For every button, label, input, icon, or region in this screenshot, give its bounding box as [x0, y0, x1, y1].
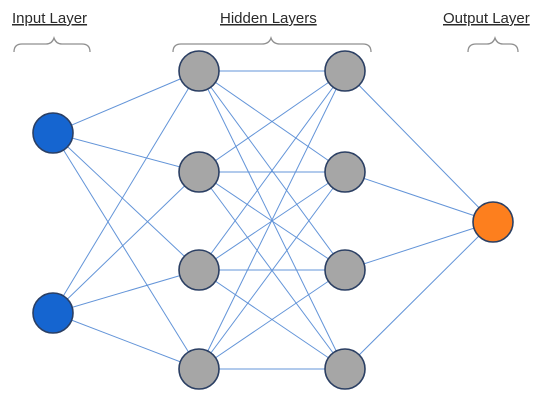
connection-l2-n4-to-l3-n2 [198, 171, 346, 370]
hidden-neuron-layer3-3 [324, 249, 366, 291]
connection-l2-n4-to-l3-n3 [198, 269, 346, 370]
hidden-neuron-layer2-2 [178, 151, 220, 193]
connection-l2-n2-to-l3-n1 [198, 70, 346, 173]
connection-lines [52, 70, 494, 370]
connection-l1-n1-to-l2-n4 [52, 132, 200, 370]
connection-l3-n3-to-l4-n1 [344, 221, 494, 271]
hidden-neuron-layer2-4 [178, 348, 220, 390]
neurons [32, 50, 514, 390]
input-neuron-layer1-2 [32, 292, 74, 334]
connection-l1-n2-to-l2-n3 [52, 269, 200, 314]
connection-l1-n1-to-l2-n2 [52, 132, 200, 173]
input-neuron-layer1-1 [32, 112, 74, 154]
output-layer-title: Output Layer [443, 10, 530, 27]
output-layer-bracket [467, 35, 519, 53]
hidden-neuron-layer3-1 [324, 50, 366, 92]
connection-l1-n2-to-l2-n1 [52, 70, 200, 314]
input-layer-bracket [13, 35, 91, 53]
connection-l1-n1-to-l2-n1 [52, 70, 200, 134]
connection-l1-n2-to-l2-n2 [52, 171, 200, 314]
input-layer-title: Input Layer [12, 10, 87, 27]
connection-l3-n1-to-l4-n1 [344, 70, 494, 223]
connection-l3-n2-to-l4-n1 [344, 171, 494, 223]
hidden-neuron-layer2-3 [178, 249, 220, 291]
connection-l3-n4-to-l4-n1 [344, 221, 494, 370]
connection-l2-n3-to-l3-n1 [198, 70, 346, 271]
hidden-neuron-layer2-1 [178, 50, 220, 92]
hidden-neuron-layer3-2 [324, 151, 366, 193]
connection-l1-n2-to-l2-n4 [52, 312, 200, 370]
connection-l1-n1-to-l2-n3 [52, 132, 200, 271]
connection-l2-n4-to-l3-n1 [198, 70, 346, 370]
hidden-layers-bracket [172, 35, 372, 53]
hidden-neuron-layer3-4 [324, 348, 366, 390]
output-neuron-layer4-1 [472, 201, 514, 243]
hidden-layers-title: Hidden Layers [220, 10, 317, 27]
